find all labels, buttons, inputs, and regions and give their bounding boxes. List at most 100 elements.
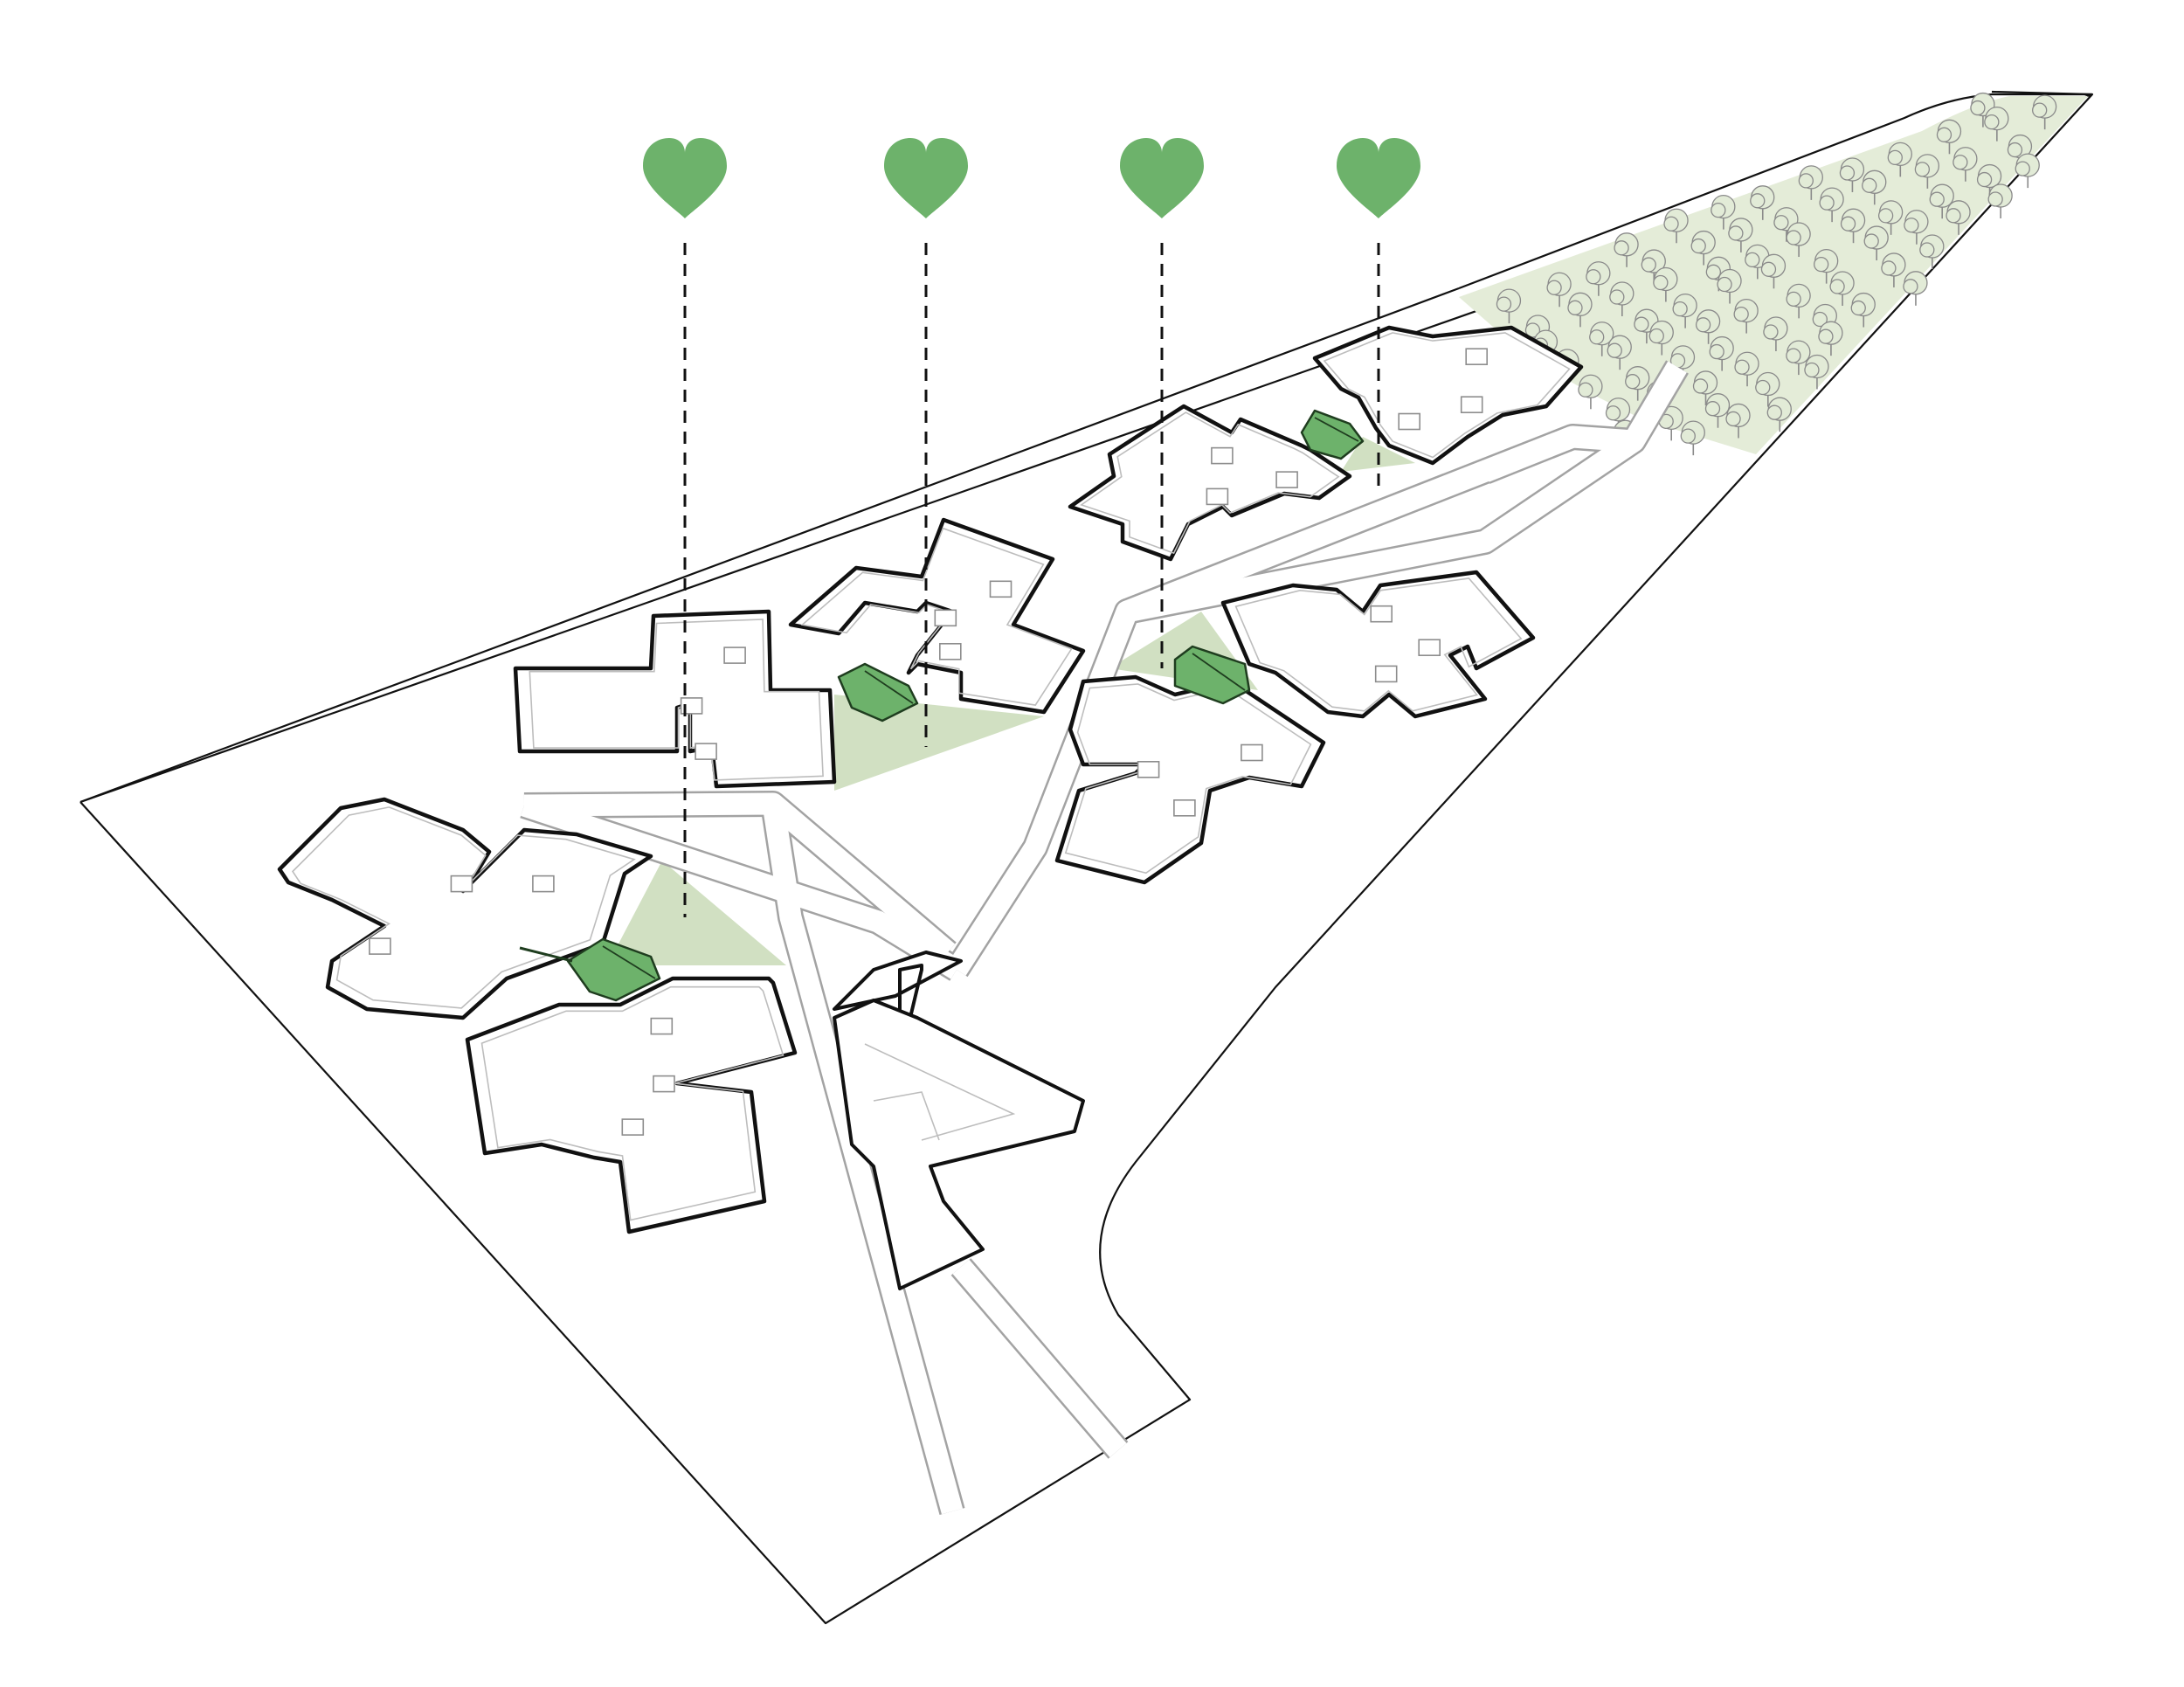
skylight-icon <box>695 743 717 760</box>
tree-icon <box>1734 351 1759 387</box>
tree-icon <box>1887 142 1912 177</box>
tree-icon <box>1625 366 1650 401</box>
heart-marker-4 <box>1337 138 1420 218</box>
tree-icon <box>1567 292 1593 328</box>
tree-icon <box>1709 335 1734 371</box>
tree-icon <box>1763 316 1788 351</box>
tree-icon <box>1589 321 1614 356</box>
tree-icon <box>1914 154 1940 189</box>
tree-icon <box>2007 134 2033 169</box>
tree-icon <box>1653 266 1678 302</box>
tree-icon <box>1725 403 1751 439</box>
tree-icon <box>1607 335 1632 370</box>
tree-icon <box>1952 147 1978 182</box>
roof-edge <box>1080 411 1340 555</box>
skylight-icon <box>653 1075 675 1093</box>
pavilion-2 <box>837 662 919 723</box>
tree-icon <box>1840 208 1866 244</box>
tree-icon <box>1711 194 1736 230</box>
building-outline <box>1068 404 1352 562</box>
tree-icon <box>1695 309 1721 344</box>
building-7 <box>277 797 653 1020</box>
tree-icon <box>1984 106 2009 142</box>
pavilion-4 <box>1300 409 1365 460</box>
tree-icon <box>1704 393 1731 428</box>
tree-icon <box>1546 272 1572 308</box>
building-outline <box>1220 570 1536 719</box>
tree-icon <box>1690 230 1716 266</box>
tree-icon <box>1605 398 1631 432</box>
skylight-icon <box>680 697 703 715</box>
building-4 <box>1312 325 1584 466</box>
tree-icon <box>1760 253 1787 289</box>
tree-icon <box>1877 200 1904 235</box>
building-outline <box>513 609 837 789</box>
heart-marker-3 <box>1120 138 1204 218</box>
heart-marker-1 <box>643 138 727 218</box>
skylight-icon <box>1173 799 1196 817</box>
pavilion-roof <box>1173 645 1251 705</box>
tree-icon <box>1798 165 1823 200</box>
roof-edge <box>1323 332 1571 459</box>
skylight-icon <box>1370 605 1393 623</box>
tree-icon <box>1663 208 1689 244</box>
leader-lines <box>683 243 1380 917</box>
tree-icon <box>1586 261 1611 296</box>
building-1 <box>513 609 837 789</box>
tree-icon <box>1766 397 1792 432</box>
entrance-building <box>833 951 1085 1290</box>
tree-icon <box>1904 210 1929 245</box>
tree-icon <box>1786 283 1811 319</box>
tree-icon <box>1936 119 1962 155</box>
tree-icon <box>1786 340 1811 376</box>
skylight-icon <box>1211 446 1234 465</box>
building-5 <box>1220 570 1536 719</box>
tree-icon <box>1672 293 1697 328</box>
pavilion-roof <box>566 937 661 1002</box>
pavilion-ridge <box>864 670 914 704</box>
skylight-icon <box>621 1118 645 1136</box>
skylight-icon <box>1398 412 1420 431</box>
tree-icon <box>2032 94 2057 130</box>
green-field-1 <box>607 861 786 965</box>
tree-icon <box>1614 232 1639 267</box>
tree-icon <box>1929 183 1954 219</box>
pavilion-ridge <box>602 945 656 979</box>
tree-icon <box>1578 374 1603 410</box>
skylight-icon <box>1206 487 1229 506</box>
skylight-icon <box>532 875 555 893</box>
building-outline <box>788 517 1086 715</box>
building-8 <box>465 976 798 1234</box>
tree-icon <box>1903 271 1928 306</box>
tree-icon <box>1692 370 1718 405</box>
tree-icon <box>1755 371 1780 407</box>
skylight-icon <box>1460 396 1483 414</box>
tree-icon <box>1987 183 2013 218</box>
skylight-icon <box>939 642 962 660</box>
heart-markers <box>643 138 1420 218</box>
roof-edge <box>529 619 824 781</box>
heart-icon <box>884 138 968 218</box>
roof-edge <box>800 527 1073 706</box>
skylight-icon <box>1275 471 1298 488</box>
pavilion-3 <box>1173 645 1251 705</box>
tree-icon <box>1609 281 1635 317</box>
pavilion-connector <box>519 946 573 963</box>
residential-buildings <box>277 325 1584 1234</box>
skylight-icon <box>1418 639 1441 657</box>
road-network <box>520 360 1689 1515</box>
skylight-icon <box>934 609 957 627</box>
heart-icon <box>1120 138 1204 218</box>
skylight-icon <box>1241 743 1263 762</box>
tree-icon <box>1829 271 1855 307</box>
skylight-icon <box>1374 665 1398 683</box>
tree-icon <box>1496 288 1522 324</box>
pavilion-1 <box>566 937 661 1002</box>
building-2 <box>788 517 1086 715</box>
tree-icon <box>1819 187 1844 223</box>
tree-icon <box>1641 249 1666 285</box>
building-outline <box>1312 325 1584 466</box>
skylight-icon <box>1137 760 1160 778</box>
